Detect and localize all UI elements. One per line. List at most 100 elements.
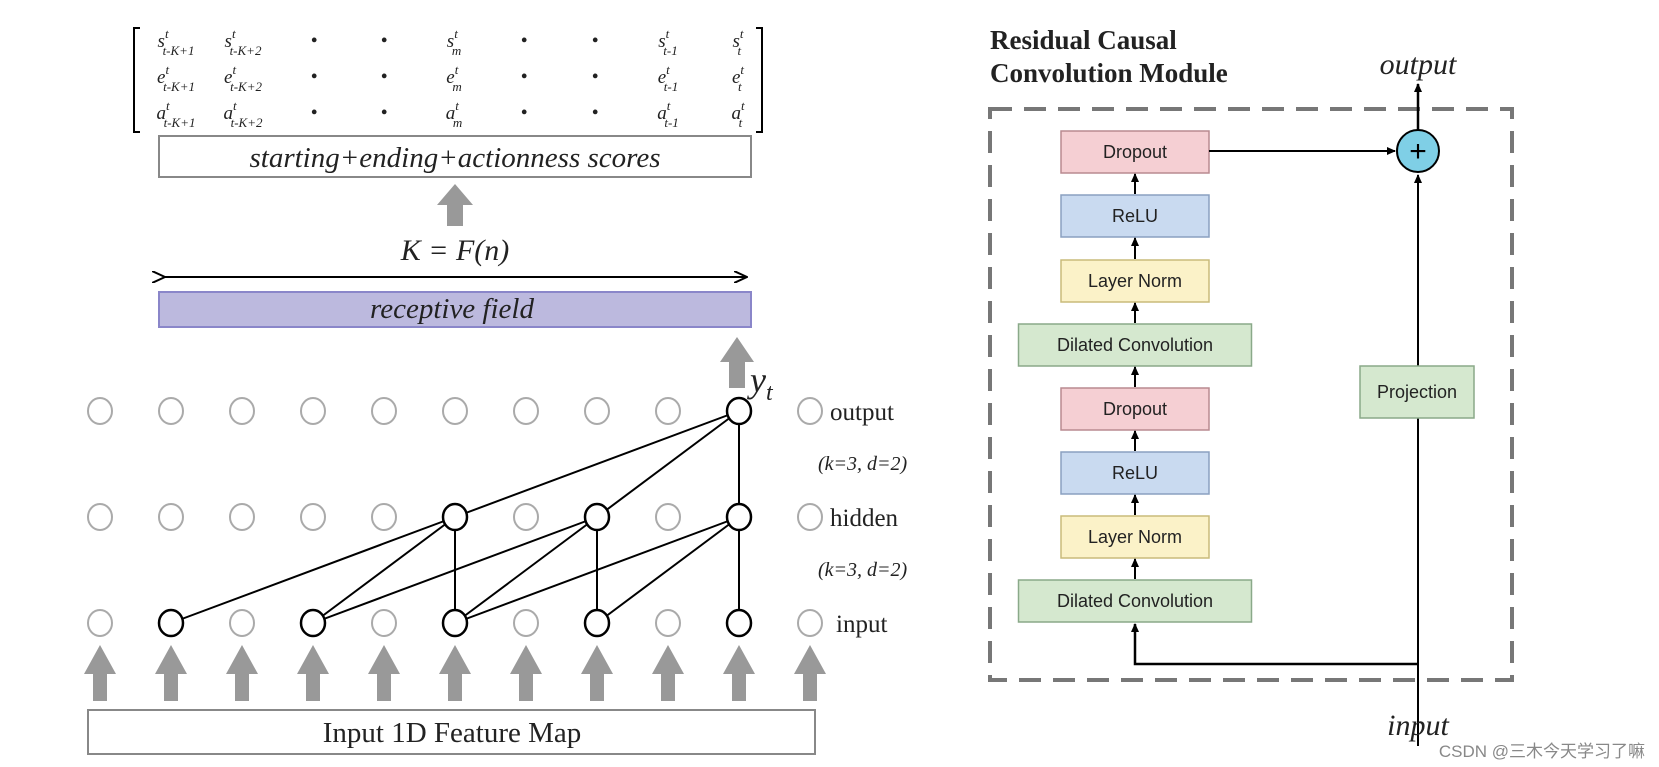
network-node xyxy=(87,503,113,531)
output-symbol: yt xyxy=(747,360,774,406)
network-node xyxy=(229,503,255,531)
network-node xyxy=(583,608,611,638)
network-node xyxy=(87,397,113,425)
matrix-cell: • xyxy=(520,102,527,124)
module-block-label: Dropout xyxy=(1103,142,1167,162)
up-arrow-icon xyxy=(84,645,116,701)
up-arrow-icon xyxy=(439,645,471,701)
network-node xyxy=(441,502,469,532)
up-arrow-icon xyxy=(297,645,329,701)
module-block xyxy=(1060,515,1210,559)
network-node xyxy=(584,397,610,425)
network-node xyxy=(513,609,539,637)
layer-label-output: output xyxy=(830,399,894,426)
add-circle-icon xyxy=(1396,129,1440,173)
matrix-cell: • xyxy=(310,66,317,88)
receptive-formula: K = F(n) xyxy=(400,234,510,267)
up-arrow-icon xyxy=(581,645,613,701)
receptive-field-bar xyxy=(158,291,752,328)
module-block-label: ReLU xyxy=(1112,463,1158,483)
up-arrow-icon xyxy=(794,645,826,701)
network-node xyxy=(725,396,753,426)
network-node xyxy=(725,502,753,532)
matrix-cell: • xyxy=(380,102,387,124)
projection-label: Projection xyxy=(1377,382,1457,402)
network-node xyxy=(371,609,397,637)
network-node xyxy=(797,397,823,425)
matrix-cell: • xyxy=(380,66,387,88)
matrix-cell: • xyxy=(591,30,598,52)
up-arrow-icon xyxy=(226,645,258,701)
network-node xyxy=(655,609,681,637)
module-title-line1: Residual Causal xyxy=(990,25,1177,55)
matrix-cell: • xyxy=(591,66,598,88)
module-output-label: output xyxy=(1380,48,1457,81)
network-node xyxy=(513,397,539,425)
module-input-label: input xyxy=(1387,709,1449,742)
matrix-cell: • xyxy=(591,102,598,124)
network-node xyxy=(158,397,184,425)
network-node xyxy=(371,397,397,425)
up-arrow-icon xyxy=(437,184,473,226)
network-node xyxy=(87,609,113,637)
module-block xyxy=(1017,323,1253,367)
network-node xyxy=(513,503,539,531)
module-block-label: Dropout xyxy=(1103,399,1167,419)
module-block-label: Dilated Convolution xyxy=(1057,591,1213,611)
network-node xyxy=(371,503,397,531)
matrix-cell: • xyxy=(310,102,317,124)
up-arrow-icon xyxy=(723,645,755,701)
matrix-cell: • xyxy=(520,66,527,88)
up-arrow-icon xyxy=(652,645,684,701)
network-node xyxy=(655,397,681,425)
receptive-field-label: receptive field xyxy=(370,293,534,325)
watermark: CSDN @三木今天学习了嘛 xyxy=(1439,742,1645,761)
up-arrow-icon xyxy=(368,645,400,701)
module-block-label: ReLU xyxy=(1112,206,1158,226)
network-node xyxy=(300,397,326,425)
input-to-conv-line xyxy=(1131,623,1418,666)
module-title-line2: Convolution Module xyxy=(990,58,1228,88)
dilation-label-upper: (k=3, d=2) xyxy=(818,453,908,475)
feature-map-box xyxy=(87,709,816,755)
network-node xyxy=(300,503,326,531)
network-node xyxy=(725,608,753,638)
feature-map-label: Input 1D Feature Map xyxy=(323,717,582,749)
network-node xyxy=(229,609,255,637)
layer-label-hidden: hidden xyxy=(830,505,899,532)
module-block xyxy=(1017,579,1253,623)
network-node xyxy=(299,608,327,638)
matrix-cell: • xyxy=(520,30,527,52)
network-node xyxy=(441,608,469,638)
module-block xyxy=(1060,451,1210,495)
layer-label-input: input xyxy=(836,611,887,638)
network-node xyxy=(583,502,611,532)
projection-block xyxy=(1359,365,1475,419)
scores-box-label: starting+ending+actionness scores xyxy=(249,142,660,174)
network-node xyxy=(158,503,184,531)
network-node xyxy=(442,397,468,425)
up-arrow-icon xyxy=(155,645,187,701)
network-nodes xyxy=(87,396,823,638)
input-arrows xyxy=(84,645,826,701)
plus-symbol: + xyxy=(1409,135,1427,168)
up-arrow-icon xyxy=(510,645,542,701)
network-node xyxy=(157,608,185,638)
network-node xyxy=(797,503,823,531)
